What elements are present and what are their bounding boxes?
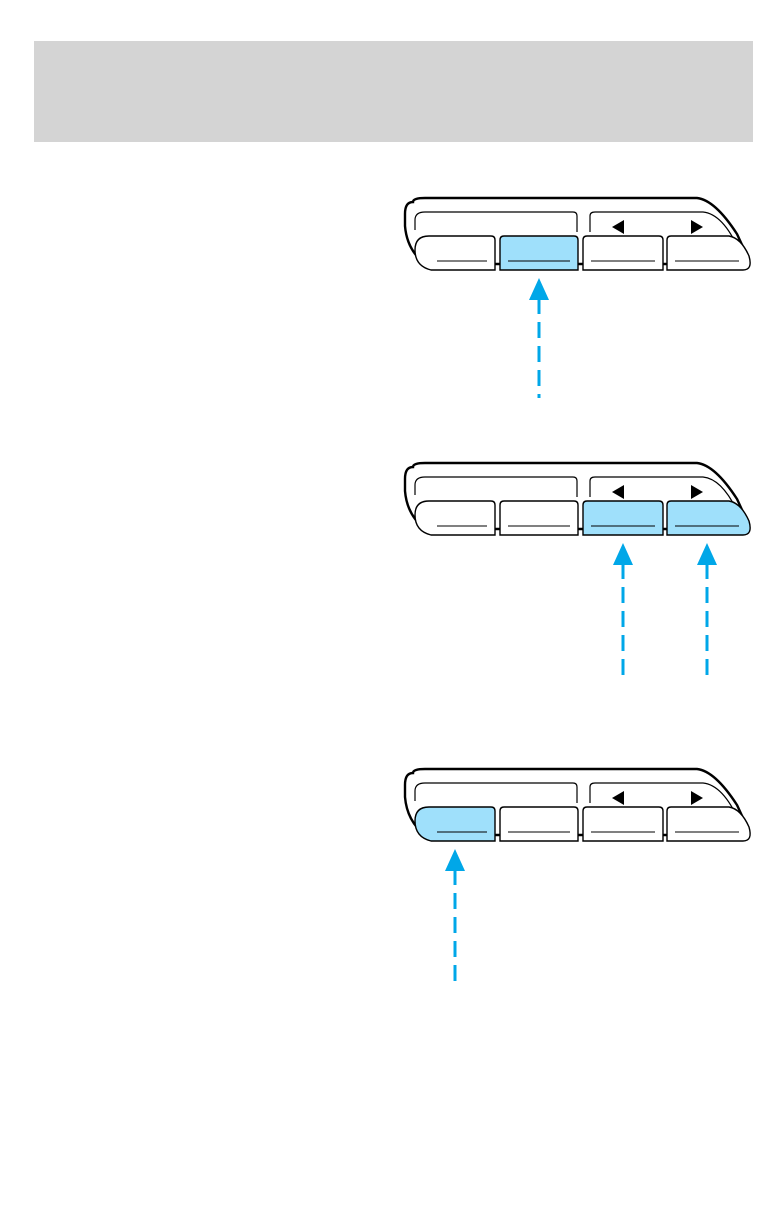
panel-button-4[interactable]: [667, 236, 750, 270]
control-panel-1: [405, 194, 760, 404]
pointer-arrow-4-icon: [697, 543, 717, 679]
pointer-arrow-1-icon: [445, 849, 465, 981]
panel-button-3[interactable]: [583, 807, 663, 841]
figure-2: [405, 459, 760, 669]
control-panel-2: [405, 459, 760, 669]
panel-button-1[interactable]: [415, 807, 495, 841]
pointer-arrow-2-icon: [529, 278, 549, 398]
panel-button-1[interactable]: [415, 501, 495, 535]
header-band: [34, 41, 753, 142]
panel-button-2[interactable]: [500, 807, 578, 841]
figure-3: [405, 765, 760, 975]
figure-1: [405, 194, 760, 404]
panel-button-2[interactable]: [500, 236, 578, 270]
control-panel-3: [405, 765, 760, 975]
panel-button-4[interactable]: [667, 501, 750, 535]
panel-button-1[interactable]: [415, 236, 495, 270]
panel-button-2[interactable]: [500, 501, 578, 535]
panel-button-3[interactable]: [583, 501, 663, 535]
panel-button-4[interactable]: [667, 807, 750, 841]
pointer-arrow-3-icon: [613, 543, 633, 679]
panel-button-3[interactable]: [583, 236, 663, 270]
